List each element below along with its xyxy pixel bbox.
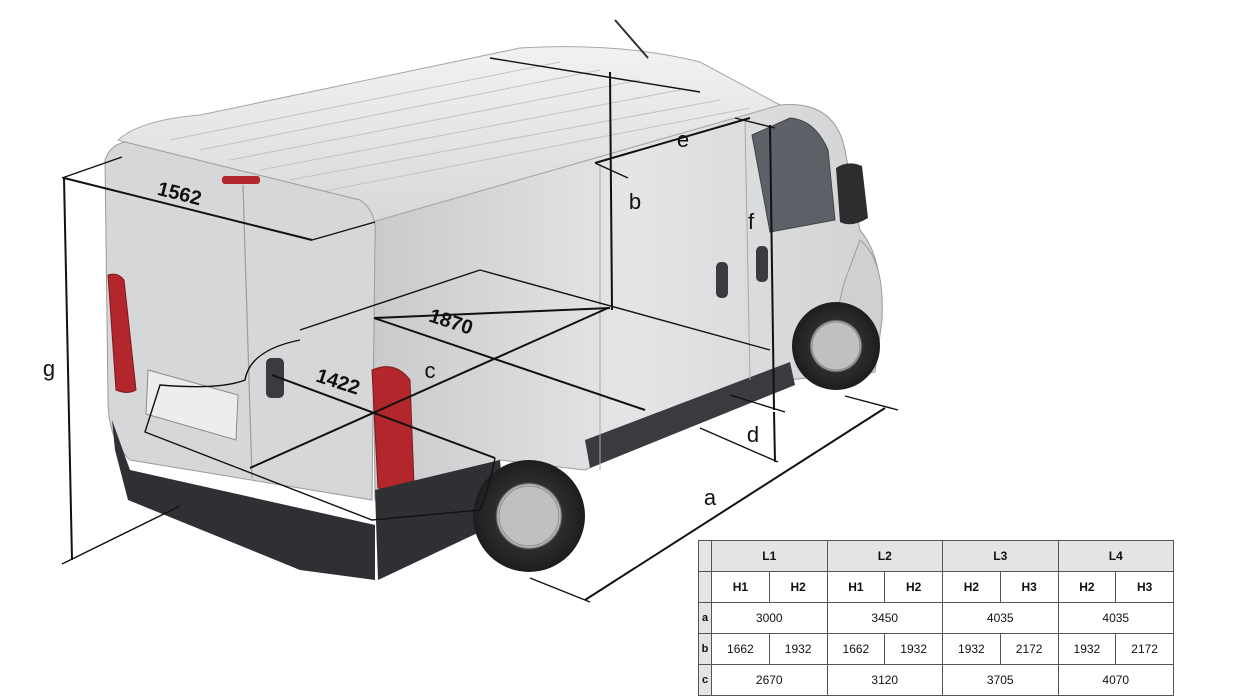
table-corner-cell xyxy=(698,540,712,572)
table-row-label: c xyxy=(698,664,712,696)
label-c: c xyxy=(425,358,436,383)
table-cell: 1932 xyxy=(942,633,1001,665)
dimensions-table: L1 L2 L3 L4 H1 H2 H1 H2 H2 H3 H2 H3 a 30… xyxy=(698,540,1174,696)
table-group-row: L1 L2 L3 L4 xyxy=(698,540,1174,572)
table-cell: 4035 xyxy=(942,602,1059,634)
table-row-label: b xyxy=(698,633,712,665)
table-row-label: a xyxy=(698,602,712,634)
dimension-lines xyxy=(61,57,899,603)
table-height-header: H3 xyxy=(1115,571,1174,603)
table-height-header: H2 xyxy=(884,571,943,603)
label-d: d xyxy=(747,422,759,447)
table-cell: 4035 xyxy=(1057,602,1174,634)
table-height-row: H1 H2 H1 H2 H2 H3 H2 H3 xyxy=(698,571,1174,603)
table-cell: 1932 xyxy=(884,633,943,665)
table-cell: 1932 xyxy=(1057,633,1117,665)
table-cell: 2172 xyxy=(1115,633,1174,665)
table-cell: 1932 xyxy=(768,633,828,665)
table-group-header: L2 xyxy=(826,540,943,572)
table-height-header: H3 xyxy=(999,571,1059,603)
table-cell: 1662 xyxy=(711,633,770,665)
table-row: c 2670 3120 3705 4070 xyxy=(698,664,1174,696)
table-cell: 2670 xyxy=(711,664,828,696)
table-group-header: L3 xyxy=(942,540,1059,572)
label-g: g xyxy=(43,356,55,381)
table-row: a 3000 3450 4035 4035 xyxy=(698,602,1174,634)
table-height-header: H2 xyxy=(1057,571,1117,603)
table-cell: 2172 xyxy=(999,633,1059,665)
label-f: f xyxy=(748,209,755,234)
table-height-header: H1 xyxy=(826,571,886,603)
table-height-header: H2 xyxy=(768,571,828,603)
label-b: b xyxy=(629,189,641,214)
table-corner-cell xyxy=(698,571,712,603)
table-row: b 1662 1932 1662 1932 1932 2172 1932 217… xyxy=(698,633,1174,665)
label-e: e xyxy=(677,127,689,152)
table-height-header: H2 xyxy=(942,571,1001,603)
label-a: a xyxy=(704,485,717,510)
table-cell: 3450 xyxy=(826,602,943,634)
table-cell: 3000 xyxy=(711,602,828,634)
van-illustration xyxy=(104,19,883,580)
table-group-header: L1 xyxy=(711,540,828,572)
table-cell: 3705 xyxy=(942,664,1059,696)
table-cell: 4070 xyxy=(1057,664,1174,696)
table-cell: 3120 xyxy=(826,664,943,696)
table-height-header: H1 xyxy=(711,571,770,603)
table-group-header: L4 xyxy=(1057,540,1174,572)
table-cell: 1662 xyxy=(826,633,886,665)
